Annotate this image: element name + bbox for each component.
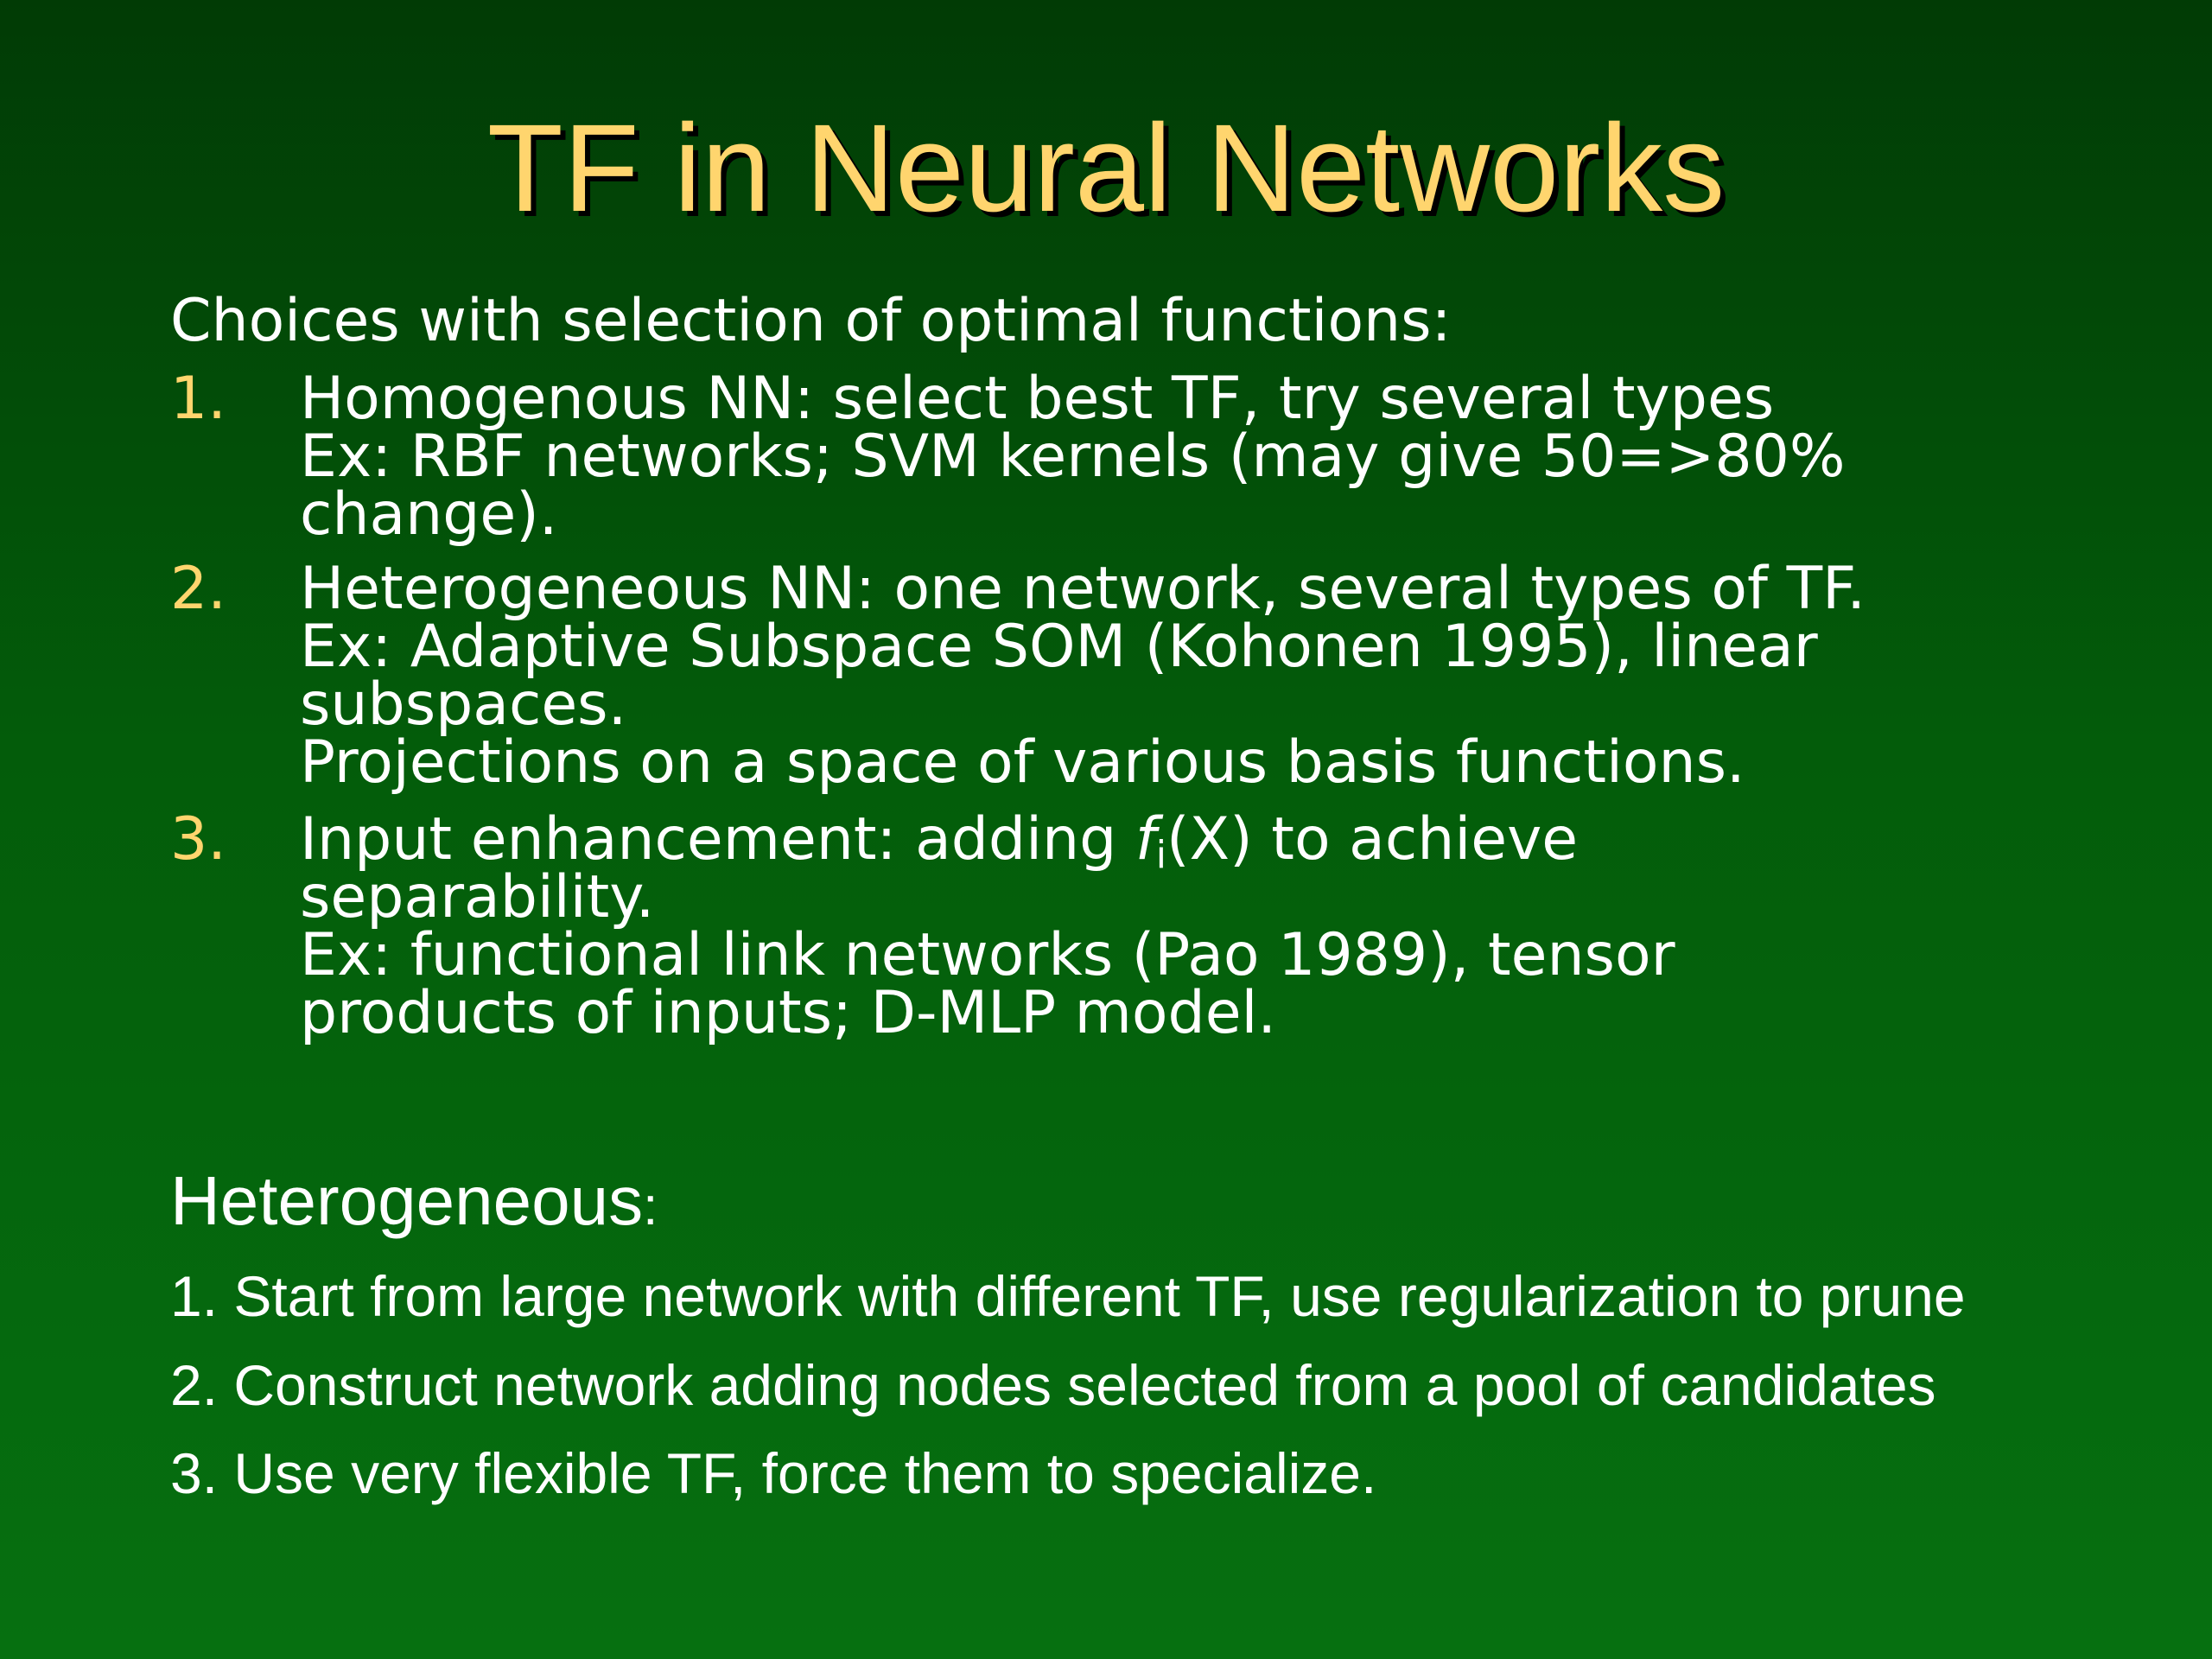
list-item-line: Ex: functional link networks (Pao 1989),… [300, 921, 1675, 989]
list-item-number: 3. [170, 805, 226, 874]
list-item-number: 1. [170, 365, 226, 433]
formula-subscript: i [1155, 833, 1167, 877]
heterogeneous-heading: Heterogeneous: [170, 1158, 658, 1250]
line-suffix: to achieve [1252, 805, 1579, 874]
list-item-line: separability. [300, 863, 655, 931]
list-item-body: Homogenous NN: select best TF, try sever… [300, 365, 1846, 549]
slide-title: TF in Neural Networks [486, 99, 1726, 238]
list-item-line: Heterogeneous NN: one network, several t… [300, 555, 1866, 623]
list-item-line: Projections on a space of various basis … [300, 728, 1745, 797]
intro-text: Choices with selection of optimal functi… [170, 287, 1452, 355]
heterogeneous-item: 2. Construct network adding nodes select… [170, 1353, 1936, 1417]
list-item-body: Heterogeneous NN: one network, several t… [300, 555, 1866, 797]
formula-base: f [1135, 805, 1156, 874]
heading-text: Heterogeneous [170, 1162, 644, 1239]
heterogeneous-item: 1. Start from large network with differe… [170, 1264, 1966, 1328]
list-item-line: products of inputs; D-MLP model. [300, 979, 1277, 1047]
list-item-line: subspaces. [300, 671, 627, 739]
list-item-number: 2. [170, 555, 226, 623]
list-item-body: Input enhancement: adding fi(X) to achie… [300, 810, 1675, 1047]
list-item-line: Homogenous NN: select best TF, try sever… [300, 365, 1775, 433]
list-item-line: change). [300, 480, 558, 549]
list-item-line: Ex: Adaptive Subspace SOM (Kohonen 1995)… [300, 613, 1818, 681]
heterogeneous-item: 3. Use very flexible TF, force them to s… [170, 1441, 1377, 1505]
line-prefix: Input enhancement: adding [300, 805, 1135, 874]
list-item-line: Input enhancement: adding fi(X) to achie… [300, 810, 1675, 874]
list-item-line: Ex: RBF networks; SVM kernels (may give … [300, 423, 1846, 491]
formula-argument: (X) [1166, 805, 1253, 874]
formula-fi-x: fi(X) [1135, 805, 1253, 874]
heading-colon: : [643, 1177, 658, 1236]
